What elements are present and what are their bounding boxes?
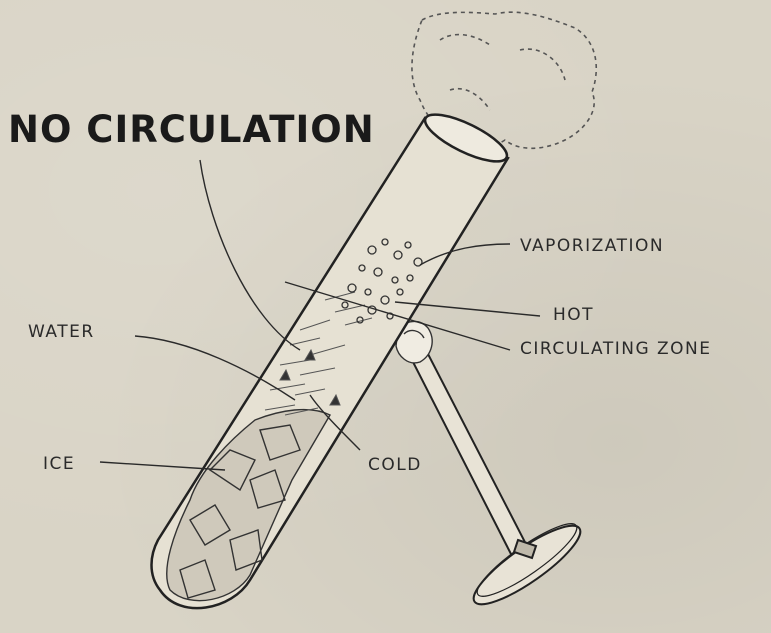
test-tube [152,106,513,608]
label-cold: COLD [368,455,422,475]
label-vaporization: VAPORIZATION [520,236,664,256]
label-hot: HOT [553,305,594,325]
label-circulating-zone: CIRCULATING ZONE [520,339,712,359]
label-ice: ICE [43,454,75,474]
burner [412,354,589,616]
diagram-title: NO CIRCULATION [8,108,375,151]
leader-title [200,160,300,350]
ice-region [167,410,330,601]
label-water: WATER [28,322,95,342]
